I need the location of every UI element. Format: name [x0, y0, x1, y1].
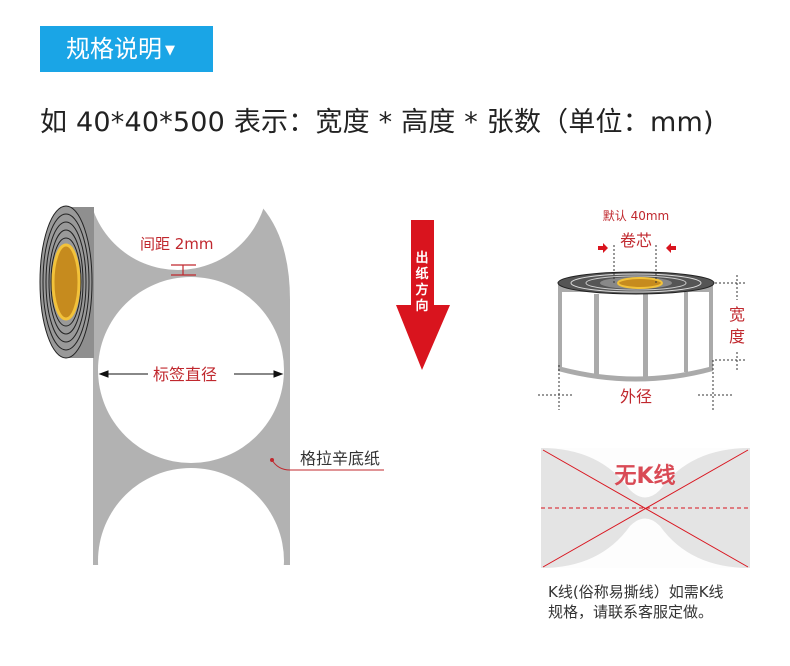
- svg-text:方: 方: [415, 282, 428, 298]
- triangle-down-icon: ▼: [165, 43, 175, 58]
- diameter-arrow: [98, 370, 284, 378]
- paper-feed-direction-arrow: 出 纸 方 向: [396, 220, 450, 370]
- core-arrow-right: [666, 243, 676, 253]
- k-line-note: K线(俗称易撕线）如需K线 规格，请联系客服定做。: [548, 582, 768, 622]
- core-arrow-left: [598, 243, 608, 253]
- outer-diameter-label: 外径: [620, 387, 652, 406]
- no-k-line-title: 无K线: [614, 463, 675, 489]
- svg-text:向: 向: [415, 298, 428, 314]
- gap-marker: [171, 264, 196, 276]
- width-label-2: 度: [729, 327, 745, 346]
- liner-pointer-line: [271, 459, 384, 471]
- gap-label: 间距 2mm: [140, 235, 214, 253]
- diameter-label: 标签直径: [153, 365, 217, 384]
- section-header: 规格说明▼: [40, 26, 213, 72]
- size-description: 如 40*40*500 表示：宽度 * 高度 * 张数（单位：mm): [40, 107, 714, 138]
- label-roll-3d: [557, 271, 715, 382]
- width-label-1: 宽: [729, 305, 745, 324]
- dimension-guides: [538, 245, 745, 410]
- core-default-label: 默认 40mm: [603, 208, 669, 223]
- svg-text:纸: 纸: [415, 266, 428, 282]
- svg-text:出: 出: [415, 250, 428, 266]
- no-k-line-illustration: 无K线: [541, 448, 750, 568]
- liner-label: 格拉辛底纸: [300, 449, 380, 468]
- section-title: 规格说明: [66, 35, 162, 63]
- core-label: 卷芯: [620, 231, 652, 250]
- label-roll-side: [39, 205, 94, 359]
- k-line-note-line2: 规格，请联系客服定做。: [548, 603, 714, 621]
- glassine-liner: [93, 207, 290, 565]
- k-line-note-line1: K线(俗称易撕线）如需K线: [548, 583, 724, 601]
